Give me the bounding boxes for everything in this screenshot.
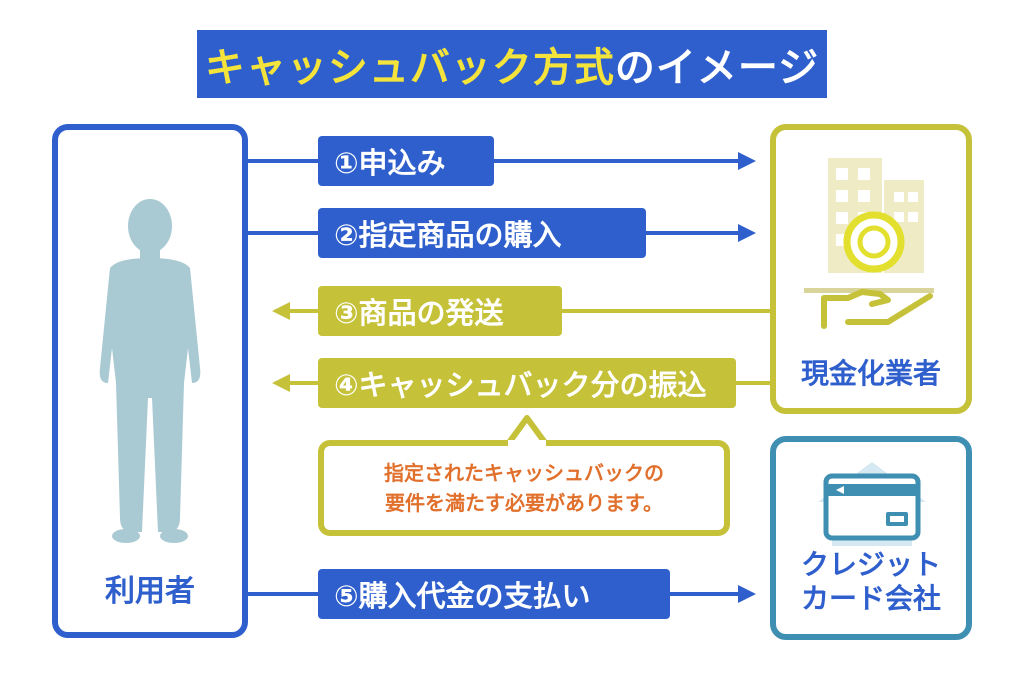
step-4-label: ④キャッシュバック分の振込: [318, 358, 736, 408]
page-title: キャッシュバック方式のイメージ: [197, 30, 827, 98]
dealer-label: 現金化業者: [800, 357, 941, 390]
note-line-1: 指定されたキャッシュバックの: [384, 461, 664, 485]
step-1-label: ①申込み: [318, 136, 494, 186]
building-coin-hand-icon: [804, 158, 934, 329]
credit-card-house-icon: [818, 462, 926, 546]
step-2-label: ②指定商品の購入: [318, 208, 646, 258]
note-bubble-pointer-joint: [508, 440, 546, 448]
card-company-label: クレジット カード会社: [770, 548, 972, 616]
card-company-label-line1: クレジット: [800, 548, 941, 581]
note-line-2: 要件を満たす必要があります。: [385, 491, 663, 515]
card-company-label-line2: カード会社: [800, 582, 941, 615]
user-label: 利用者: [105, 574, 195, 609]
title-rest: のイメージ: [614, 45, 820, 91]
person-silhouette-icon: [99, 199, 201, 543]
step-3-label: ③商品の発送: [318, 286, 562, 336]
note-bubble: 指定されたキャッシュバックの 要件を満たす必要があります。: [318, 440, 730, 536]
title-highlight: キャッシュバック方式: [204, 45, 615, 91]
step-5-label: ⑤購入代金の支払い: [318, 569, 670, 619]
